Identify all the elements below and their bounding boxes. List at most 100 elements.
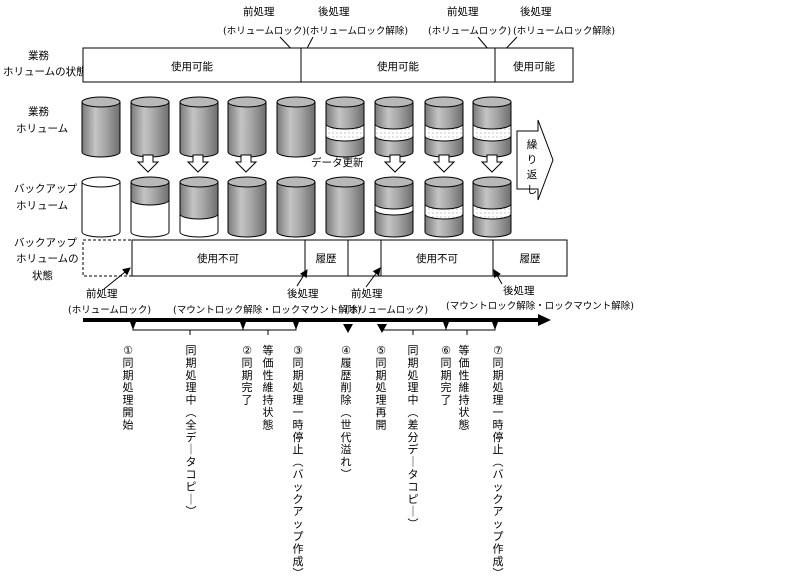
svg-text:①: ① (123, 344, 133, 357)
repeat-char: り (527, 154, 538, 166)
volume-cylinder-icon (472, 176, 512, 238)
svg-text:全: 全 (186, 417, 197, 431)
svg-text:同: 同 (376, 356, 387, 369)
svg-text:止: 止 (493, 443, 504, 456)
svg-text:了: 了 (242, 394, 253, 407)
svg-text:価: 価 (459, 356, 470, 369)
svg-text:｜: ｜ (186, 493, 197, 506)
svg-text:デ: デ (186, 430, 197, 444)
svg-text:理: 理 (186, 381, 197, 394)
annotation-detail: (ホリュームロック解除) (306, 25, 408, 37)
volume-cylinder-icon (424, 176, 464, 238)
svg-text:中: 中 (186, 394, 197, 407)
svg-text:差: 差 (408, 417, 419, 431)
annotation-arrow (365, 267, 381, 288)
svg-text:⑦: ⑦ (493, 344, 503, 357)
backup-state-cell: 使用不可 (416, 252, 458, 265)
svg-text:プ: プ (493, 530, 504, 543)
bottom-annotation-2: 後処理 (マウントロック解除・ロックマウント解除) (173, 269, 361, 316)
annotation-title: 後処理 (503, 284, 535, 297)
svg-text:期: 期 (293, 369, 304, 382)
svg-text:同: 同 (123, 356, 134, 369)
row-label-backup-volume-2: ホリューム (16, 200, 68, 212)
svg-text:停: 停 (293, 430, 304, 444)
svg-text:⑤: ⑤ (376, 344, 386, 357)
svg-text:｜: ｜ (408, 456, 419, 469)
row-label-business-state: 業務 (28, 49, 49, 62)
svg-text:期: 期 (408, 356, 419, 369)
svg-text:｜: ｜ (408, 505, 419, 518)
timeline-arrowhead (538, 314, 551, 326)
volume-cylinder-icon (227, 96, 267, 158)
svg-text:理: 理 (123, 394, 134, 407)
svg-text:性: 性 (263, 368, 274, 382)
svg-text:分: 分 (408, 431, 419, 444)
backup-state-initial (82, 239, 133, 277)
svg-text:︵: ︵ (186, 406, 197, 419)
copy-arrows (136, 154, 504, 173)
row-label-backup-state-2: ホリュームの (16, 253, 79, 265)
svg-text:処: 処 (376, 381, 387, 394)
repeat-char: し (527, 184, 538, 196)
annotation-detail: (ホリュームロック) (428, 26, 511, 37)
svg-text:ッ: ッ (293, 480, 304, 493)
svg-text:ア: ア (493, 505, 504, 518)
volume-cylinder-icon (472, 96, 512, 158)
svg-text:始: 始 (123, 417, 134, 431)
svg-text:ッ: ッ (493, 480, 504, 493)
volume-cylinder-icon (276, 96, 316, 158)
volume-cylinder-icon (81, 96, 121, 158)
svg-text:削: 削 (341, 380, 352, 394)
repeat-char: 返 (527, 169, 538, 181)
bottom-annotation-4: 後処理 (マウントロック解除・ロックマウント解除) (446, 269, 634, 312)
annotation-title: 前処理 (447, 5, 479, 18)
svg-text:期: 期 (123, 369, 134, 382)
svg-text:期: 期 (186, 356, 197, 369)
svg-text:ピ: ピ (186, 480, 197, 493)
svg-text:コ: コ (186, 468, 197, 481)
repeat-arrow: 繰 り 返 し (516, 119, 554, 201)
backup-volume-cylinders (81, 176, 512, 238)
row-label-business-state-2: ホリュームの状態 (3, 65, 87, 78)
svg-text:時: 時 (293, 418, 304, 431)
annotation-detail: (マウントロック解除・ロックマウント解除) (173, 304, 361, 316)
volume-cylinder-icon (424, 96, 464, 158)
timeline-brackets (132, 324, 496, 335)
svg-text:中: 中 (408, 394, 419, 407)
volume-cylinder-icon (374, 176, 414, 238)
svg-text:︶: ︶ (186, 505, 197, 518)
svg-text:︶: ︶ (341, 468, 352, 481)
svg-text:デ: デ (408, 442, 419, 456)
svg-text:一: 一 (293, 406, 304, 419)
backup-state-cell: 使用不可 (197, 252, 239, 265)
svg-text:れ: れ (341, 456, 352, 469)
svg-text:処: 処 (493, 381, 504, 394)
business-volume-cylinders (81, 96, 512, 158)
backup-state-cell: 履歴 (316, 253, 337, 265)
svg-text:完: 完 (242, 380, 253, 394)
svg-text:処: 処 (186, 369, 197, 382)
svg-text:再: 再 (376, 406, 387, 419)
volume-cylinder-icon (374, 96, 414, 158)
timeline-event-labels: ①同期処理開始同期処理中︵全デ｜タコピ｜︶②同期完了等価性維持状態③同期処理一時… (123, 343, 504, 580)
copy-down-arrow (383, 154, 407, 173)
svg-text:時: 時 (493, 418, 504, 431)
annotation-detail: (マウントロック解除・ロックマウント解除) (446, 300, 634, 312)
svg-text:期: 期 (242, 369, 253, 382)
svg-text:⑥: ⑥ (441, 344, 451, 357)
svg-text:状: 状 (263, 405, 274, 419)
svg-text:態: 態 (263, 417, 274, 431)
svg-text:ク: ク (493, 493, 504, 506)
svg-text:プ: プ (293, 530, 304, 543)
volume-cylinder-icon (179, 96, 219, 158)
svg-text:期: 期 (493, 369, 504, 382)
svg-text:完: 完 (441, 380, 452, 394)
backup-state-cell: 履歴 (520, 253, 541, 265)
svg-text:作: 作 (493, 542, 504, 555)
svg-text:理: 理 (493, 394, 504, 407)
